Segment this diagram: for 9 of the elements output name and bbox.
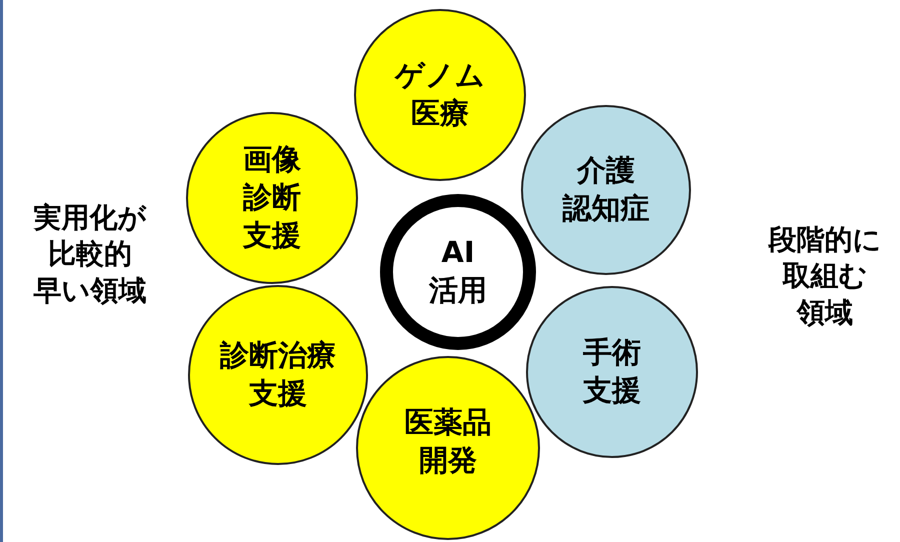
circle-label: 診断治療支援	[220, 337, 336, 412]
circle-label: AI活用	[429, 234, 487, 309]
circle-label: 手術支援	[583, 334, 641, 409]
circle-label: ゲノム医療	[395, 57, 485, 132]
circle-label: 医薬品開発	[404, 404, 492, 479]
circle-label: 介護認知症	[562, 152, 650, 227]
circle-label: 画像診断支援	[243, 141, 301, 254]
region-label: 段階的に取組む領域	[768, 222, 882, 331]
region-label: 実用化が比較的早い領域	[34, 200, 146, 309]
